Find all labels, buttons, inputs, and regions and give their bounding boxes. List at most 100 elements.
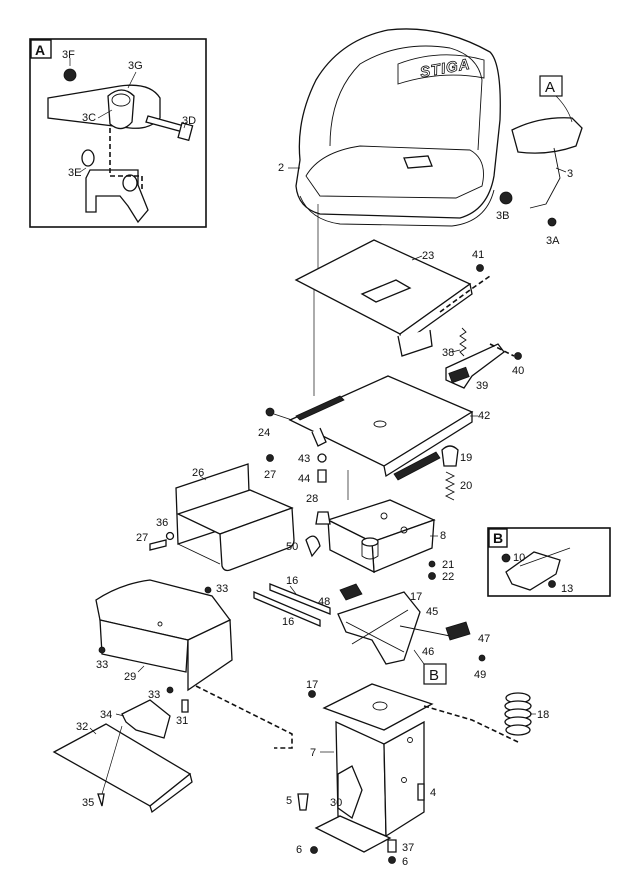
box-cover-front (219, 507, 295, 572)
bolt-4 (417, 783, 425, 801)
housing-cylinder-body (361, 542, 379, 560)
bolt-24 (265, 407, 275, 417)
callout-a-text: A (545, 79, 555, 96)
label-3: 3 (567, 168, 573, 180)
column-top-hole (372, 701, 388, 711)
leader-29 (137, 665, 145, 673)
housing-hole-1 (380, 512, 388, 520)
label-6-left: 6 (296, 844, 302, 856)
slide-plate-tab (311, 427, 327, 447)
label-27-top: 27 (264, 469, 276, 481)
screw-33-top (204, 586, 212, 594)
spring-coil-5 (505, 724, 531, 736)
label-6-right: 6 (402, 856, 408, 868)
rod-16-upper (269, 583, 331, 615)
slide-plate-rail-left (295, 395, 345, 421)
rear-cover-hole (157, 621, 163, 627)
label-19: 19 (460, 452, 472, 464)
dash-cover-base (195, 685, 293, 749)
inset-b-tag-box (488, 528, 508, 548)
armrest-screw-3b (499, 191, 513, 205)
inset-a-spacer-left (81, 149, 95, 167)
label-46: 46 (422, 646, 434, 658)
screw-27-top (266, 454, 274, 462)
washer-43 (317, 453, 327, 463)
label-8: 8 (440, 530, 446, 542)
rod-16-lower (253, 591, 321, 627)
label-3a: 3A (546, 235, 560, 247)
label-50: 50 (286, 541, 298, 553)
slide-plate-hole (373, 420, 387, 428)
column-side-hole-1 (407, 737, 413, 743)
label-2: 2 (278, 162, 284, 174)
screw-33-left (98, 646, 106, 654)
seat: STIGA (295, 28, 501, 227)
leader-32 (89, 727, 97, 735)
inset-b-tag: B (493, 530, 503, 546)
callout-b-text: B (429, 667, 439, 684)
label-33-bottom: 33 (148, 689, 160, 701)
spring-38 (459, 327, 467, 357)
screw-49 (478, 654, 486, 662)
bolt-41 (476, 264, 484, 272)
slide-plate (288, 375, 474, 481)
armrest-arm (529, 147, 561, 209)
leader-34 (115, 713, 125, 717)
label-44: 44 (298, 473, 310, 485)
leader-38 (451, 349, 461, 353)
bolt-24-shank (273, 413, 293, 421)
clip-28 (315, 511, 331, 525)
armrest-screw-3a (547, 217, 557, 227)
screw-5 (297, 793, 309, 811)
handle-47 (445, 621, 471, 641)
guide-line-34-35 (101, 725, 123, 795)
inset-b-screw-10 (501, 553, 511, 563)
label-30: 30 (330, 797, 342, 809)
label-21: 21 (442, 559, 454, 571)
handle-48 (339, 583, 363, 601)
column-side-hole-2 (401, 777, 407, 783)
label-18: 18 (537, 709, 549, 721)
seat-shell (295, 28, 501, 219)
inset-a-label-3c: 3C (82, 112, 96, 124)
base-plate-32-flange (149, 772, 193, 814)
label-38: 38 (442, 347, 454, 359)
label-36: 36 (156, 517, 168, 529)
lever-39-grip (448, 366, 470, 384)
callout-b-box (423, 663, 447, 685)
housing-cylinder (361, 537, 379, 547)
knob-19 (441, 445, 459, 467)
label-27-bottom: 27 (136, 532, 148, 544)
label-45: 45 (426, 606, 438, 618)
screw-27-bottom (149, 539, 167, 551)
armrest (499, 117, 583, 227)
seat-bottom-edge (299, 189, 495, 227)
label-33-top: 33 (216, 583, 228, 595)
label-31: 31 (176, 715, 188, 727)
screw-33-bottom (166, 686, 174, 694)
mechanism-housing (326, 499, 436, 574)
scissor-mechanism (337, 583, 471, 665)
seat-cushion (305, 145, 484, 199)
label-34: 34 (100, 709, 112, 721)
inset-a-label-3g: 3G (128, 60, 143, 72)
washer-36 (165, 531, 175, 541)
slide-plate-rail-right (393, 451, 441, 481)
inset-b-screw-13 (548, 580, 556, 588)
inset-a-knob (107, 89, 135, 130)
seat-plate-slot (360, 279, 412, 303)
leader-23 (411, 255, 423, 261)
column-front-cutout (337, 765, 363, 820)
rear-cover-front (99, 619, 189, 673)
dash-column-spring (423, 705, 519, 743)
label-42: 42 (478, 410, 490, 422)
inset-b-label-13: 13 (561, 583, 573, 595)
spring-20 (444, 471, 456, 501)
seat-plate-flap (397, 329, 433, 357)
inset-a-leader-3e (79, 167, 87, 173)
leader-3 (555, 167, 567, 173)
column-top-plate (322, 683, 434, 731)
dash-lever-screw (489, 343, 515, 357)
inset-b-bracket (505, 551, 561, 591)
